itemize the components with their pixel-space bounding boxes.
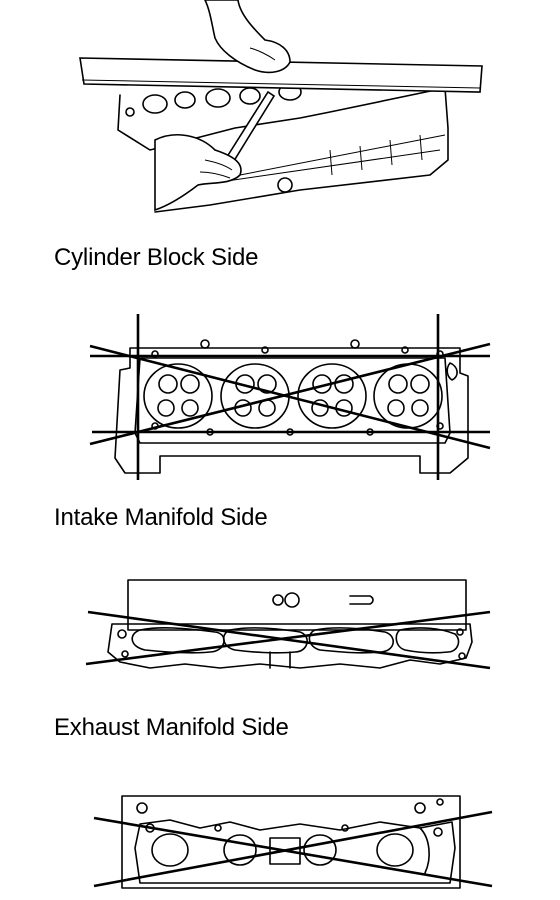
section-label: Intake Manifold Side [54, 504, 268, 531]
cylinder-block-side-diagram [0, 308, 560, 488]
section-label: Exhaust Manifold Side [54, 714, 289, 741]
straightedge-measurement-illustration [0, 0, 560, 225]
intake-manifold-side-diagram [0, 572, 560, 682]
exhaust-manifold-side-diagram [0, 788, 560, 894]
section-label: Cylinder Block Side [54, 244, 259, 271]
